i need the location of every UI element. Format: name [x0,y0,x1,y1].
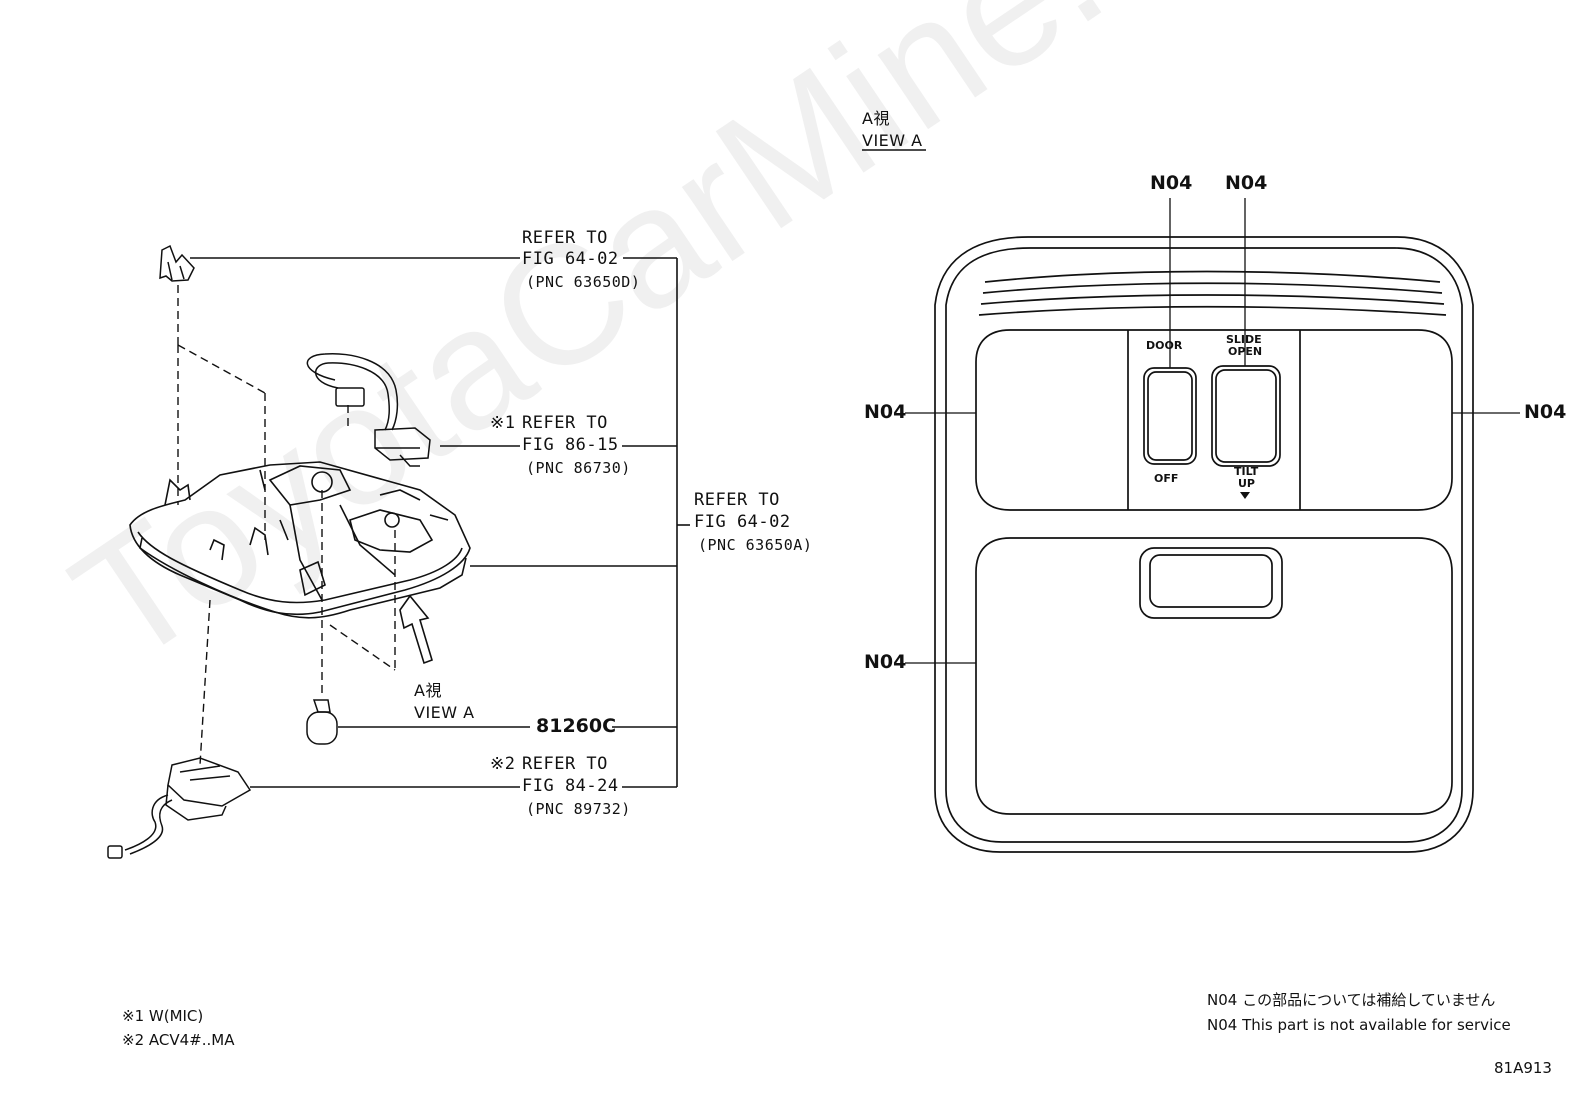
n04-label-right[interactable]: N04 [1524,401,1567,423]
mic-pnc-label: (PNC 86730) [526,459,631,477]
view-a-jp-label: A視 [414,681,442,700]
figure-code: 81A913 [1494,1059,1552,1077]
view-a-en-label: VIEW A [414,703,475,722]
clip-part [159,244,195,282]
footnote-2: ※2 ACV4#..MA [122,1031,235,1049]
n04-label-top-left[interactable]: N04 [1150,172,1193,194]
leader-lines [190,257,690,788]
n04-leader-lines [862,149,1520,664]
n04-label-lower[interactable]: N04 [864,651,907,673]
mic-refer-label: REFER TO [522,413,608,433]
assembly-dashed-lines [177,285,396,766]
microphone-part [306,352,431,467]
console-view [934,236,1474,853]
n04-note-jp: N04 この部品については補給していません [1207,991,1496,1009]
switch-up-label: UP [1238,477,1255,490]
switch-off-label: OFF [1154,472,1179,485]
lamp-fig-link[interactable]: FIG 64-02 [694,512,791,532]
view-title-en: VIEW A [862,131,923,150]
footnote-1: ※1 W(MIC) [122,1007,204,1025]
switch-open-label: OPEN [1228,345,1263,358]
lamp-pnc-label: (PNC 63650A) [698,536,813,554]
mic-mark: ※1 [490,413,516,433]
lamp-refer-label: REFER TO [694,490,780,510]
sensor-refer-label: REFER TO [522,754,608,774]
switch-door-label: DOOR [1146,339,1183,352]
sensor-pnc-label: (PNC 89732) [526,800,631,818]
switch-slide-label: SLIDE [1226,333,1262,346]
n04-note-en: N04 This part is not available for servi… [1207,1016,1511,1034]
roof-fig-link[interactable]: FIG 64-02 [522,249,619,269]
n04-label-left[interactable]: N04 [864,401,907,423]
view-a-arrow [399,594,433,665]
view-title-jp: A視 [862,109,890,128]
roof-pnc-label: (PNC 63650D) [526,273,641,291]
n04-label-top-right[interactable]: N04 [1225,172,1268,194]
sensor-fig-link[interactable]: FIG 84-24 [522,776,619,796]
sensor-mark: ※2 [490,754,516,774]
switch-tilt-label: TILT [1234,465,1259,478]
mic-fig-link[interactable]: FIG 86-15 [522,435,619,455]
tilt-arrow-icon [1240,492,1250,499]
roof-refer-label: REFER TO [522,228,608,248]
lamp-housing [129,461,471,619]
bulb-part-number[interactable]: 81260C [536,715,617,737]
sensor-part [107,757,252,859]
bulb-part [306,699,338,745]
